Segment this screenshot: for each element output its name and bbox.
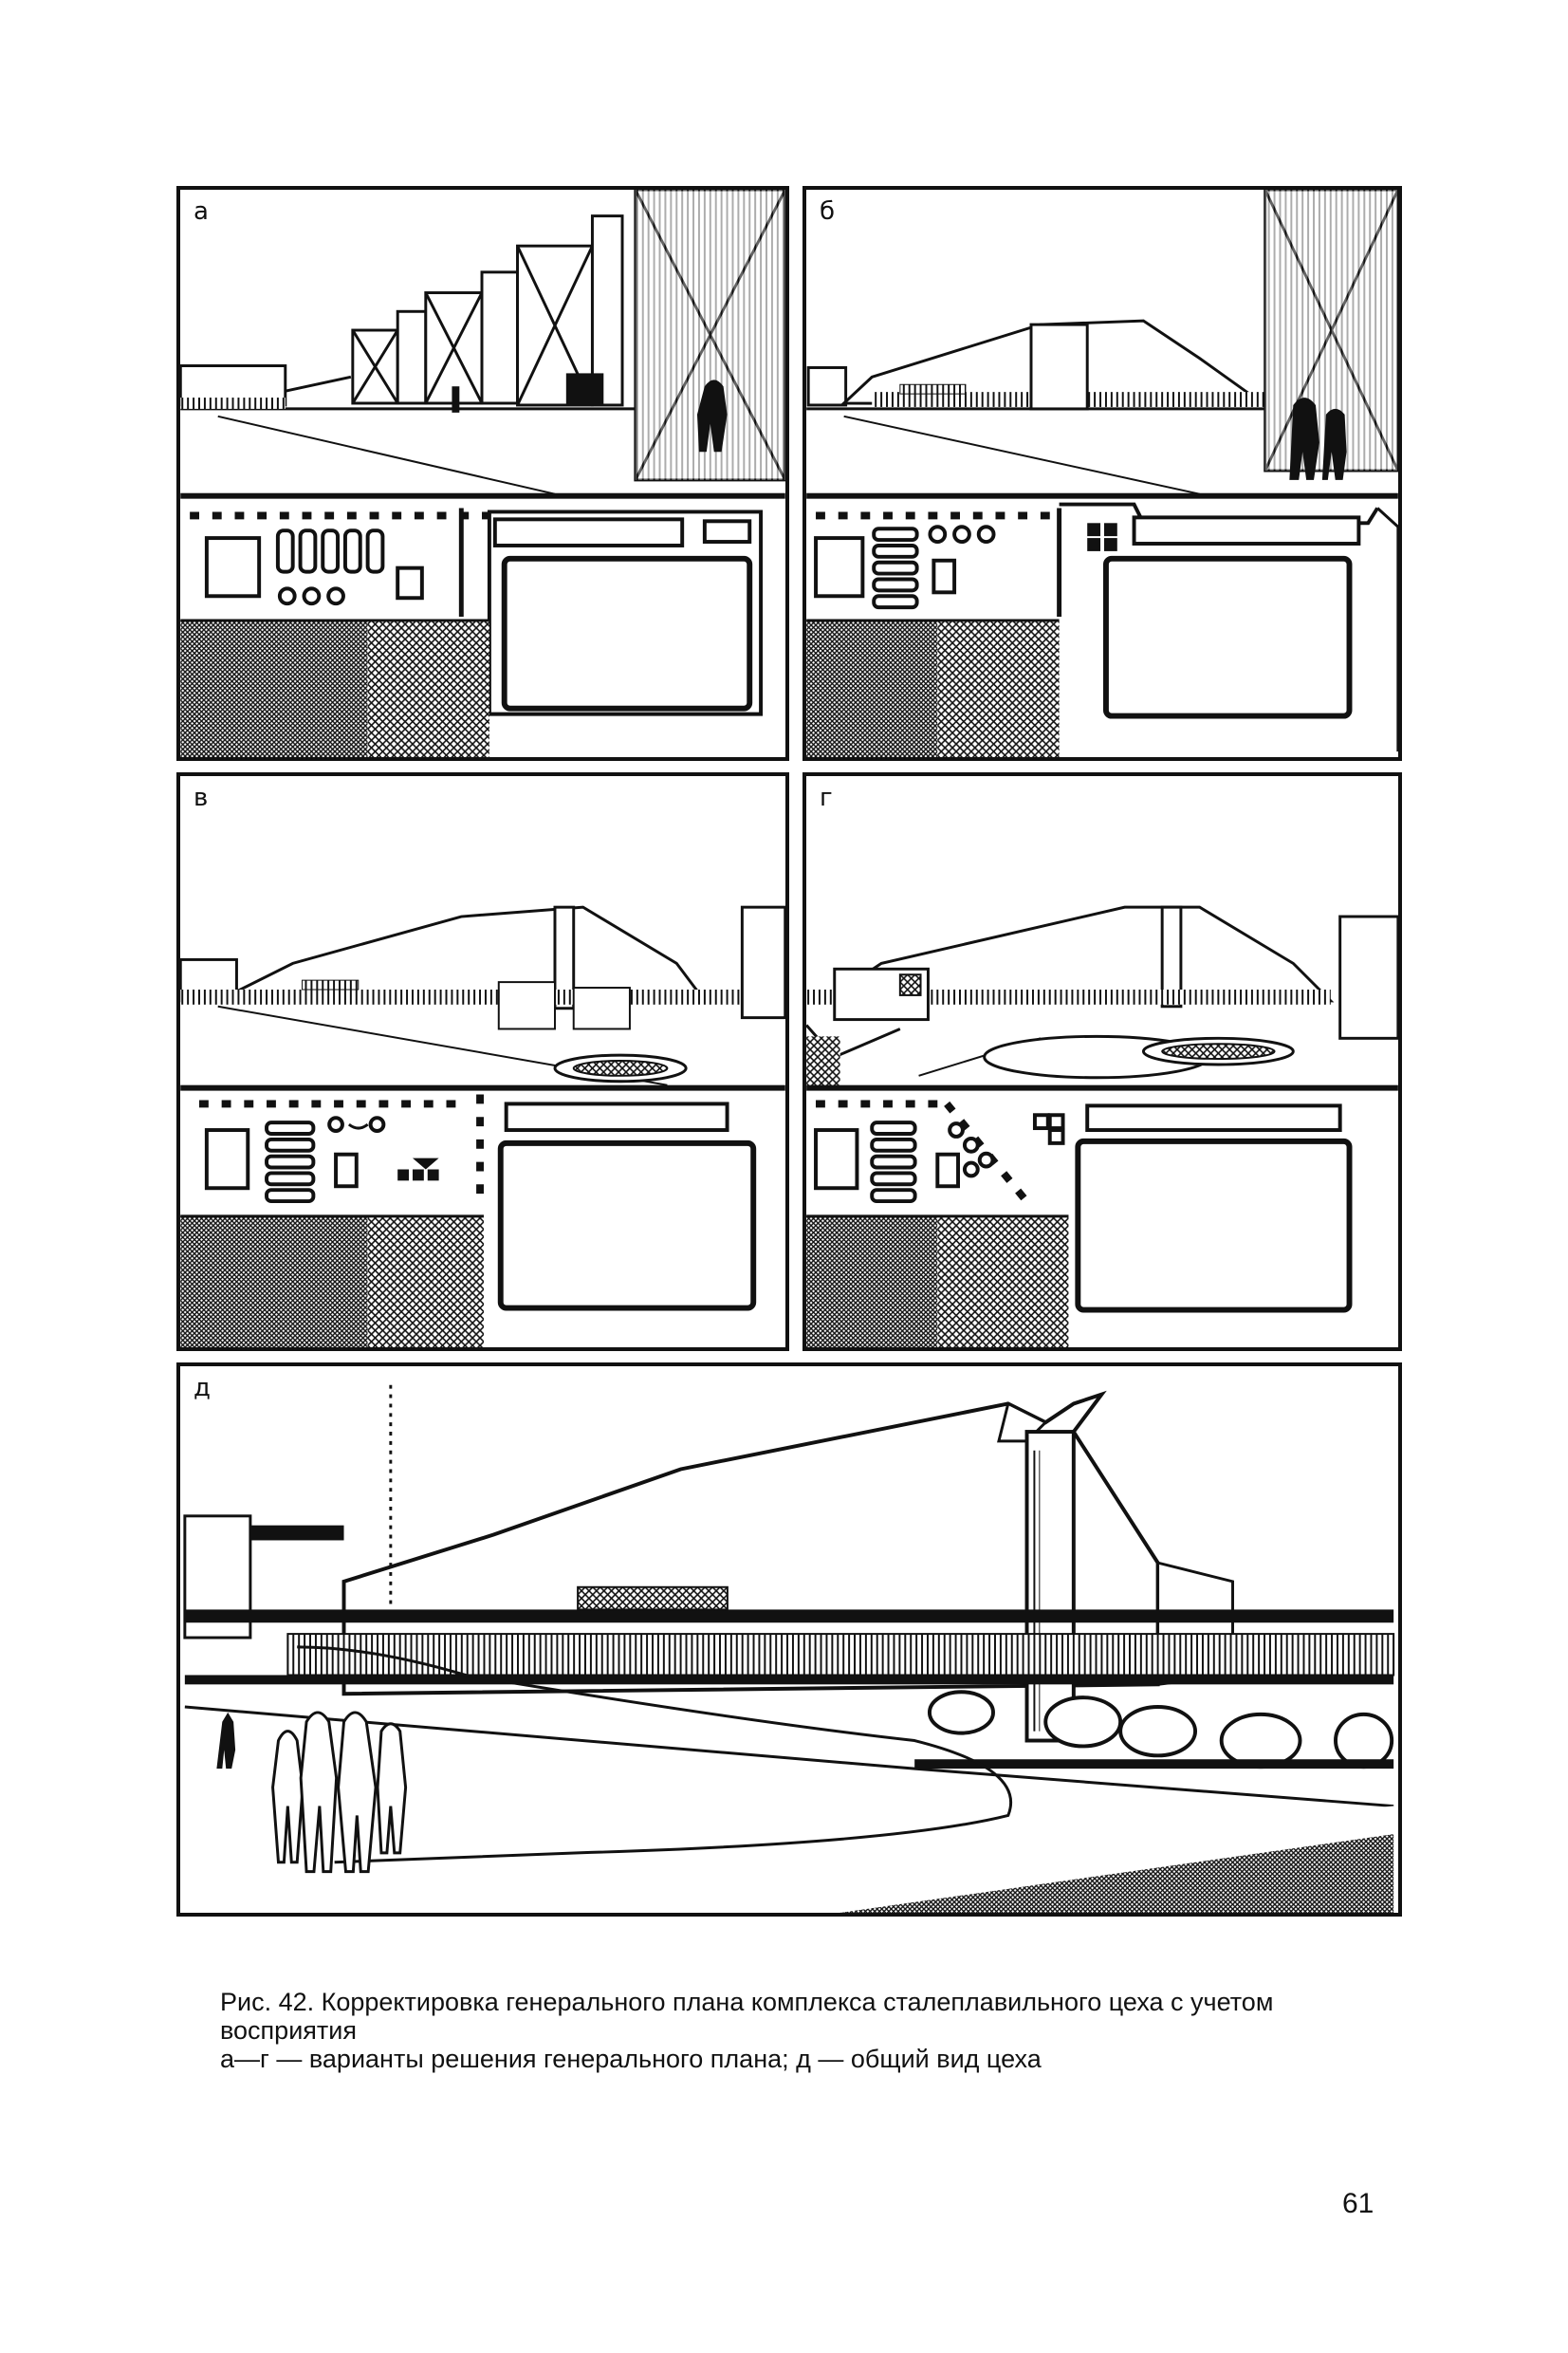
panel-a-illustration [180,190,785,757]
page-number: 61 [1342,2188,1374,2219]
figure-panel-d: д [176,1362,1402,1917]
panel-label-d: д [194,1374,211,1402]
caption-title: Рис. 42. Корректировка генерального план… [220,1988,1274,2045]
figure-panel-a: а [176,186,789,761]
panel-g-illustration [806,905,1398,1347]
panel-b-illustration [806,190,1398,757]
figure-caption: Рис. 42. Корректировка генерального план… [220,1988,1396,2073]
panel-label-v: в [194,784,209,812]
panel-v-illustration [180,905,785,1347]
figure-panel-b: б [802,186,1402,761]
figure-panel-v: в [176,772,789,1351]
panel-label-b: б [820,197,836,226]
figure-panel-g: г [802,772,1402,1351]
panel-label-a: а [194,197,209,226]
panel-d-illustration [183,1384,1395,1913]
panel-label-g: г [820,784,833,812]
caption-legend: а—г — варианты решения генерального план… [220,2045,1042,2073]
